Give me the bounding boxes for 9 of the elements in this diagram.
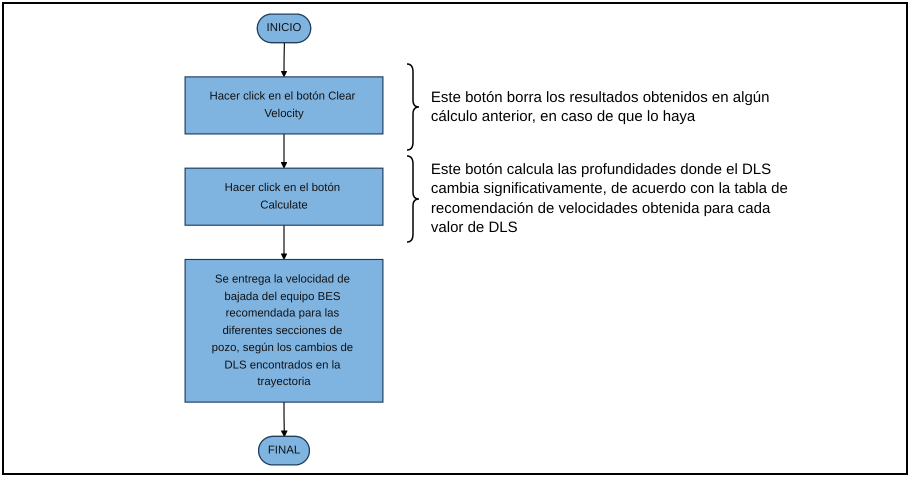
node-box: Hacer click en el botón Calculate: [184, 168, 384, 226]
annotation-text: Este botón calcula las profundidades donde el DLS cambia significativamente, de acuerdo con la tabla de recomendación de velocidades obtenida para cada valor de DLS: [430, 160, 789, 238]
annotation-text: Este botón borra los resultados obtenidos en algún cálculo anterior, en caso de que lo haya: [430, 88, 770, 127]
arrow: [280, 402, 288, 438]
arrow: [280, 134, 288, 168]
node-box: Se entrega la velocidad de bajada del equipo BES recomendada para las diferentes secciones de pozo, según los cambios de DLS encontrados en la trayectoria: [184, 258, 384, 403]
arrow: [280, 225, 288, 260]
node-box: Hacer click en el botón Clear Velocity: [184, 76, 384, 134]
arrow: [280, 42, 288, 78]
